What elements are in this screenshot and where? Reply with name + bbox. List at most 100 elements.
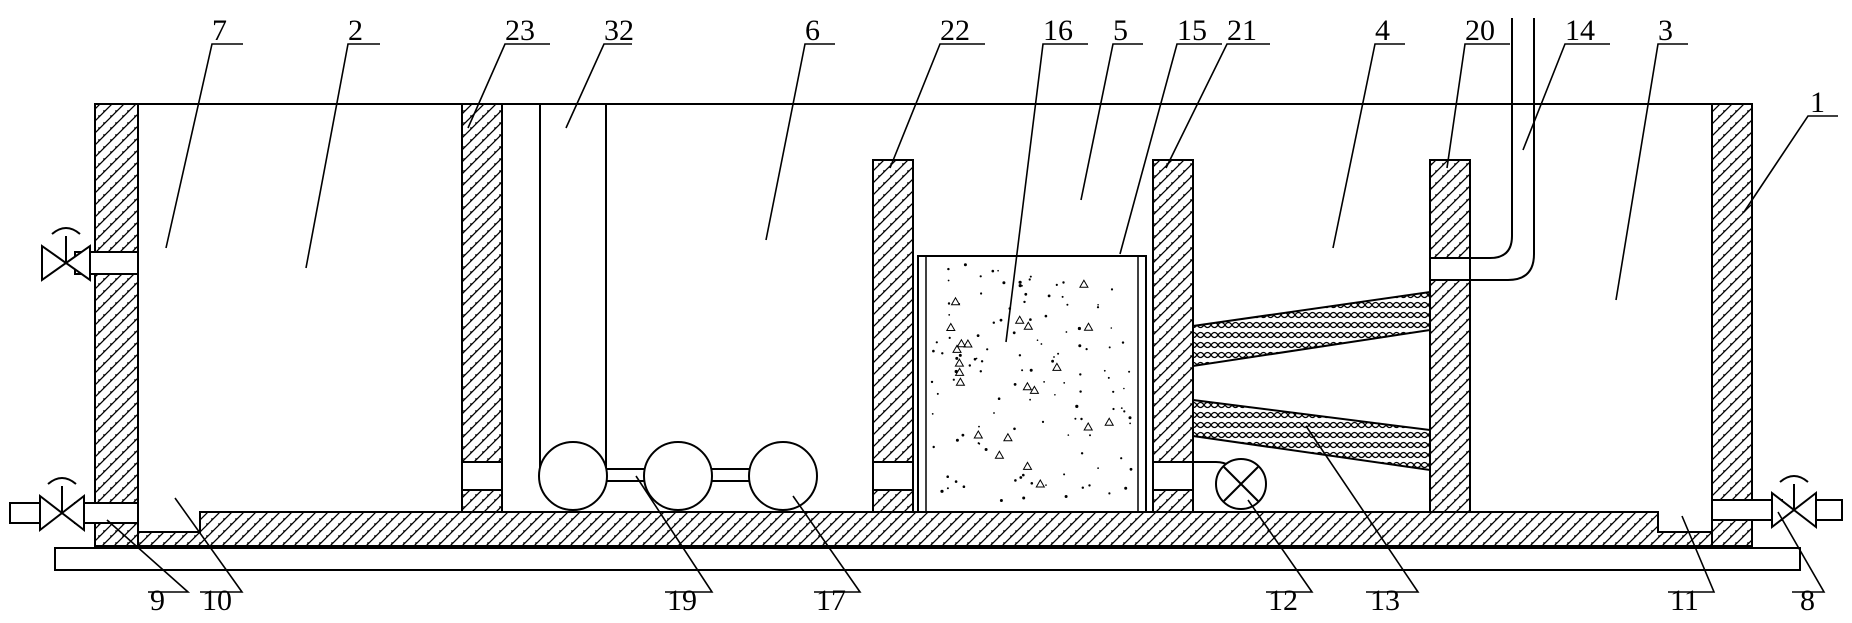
partition-20	[1429, 159, 1471, 259]
media-grain	[954, 480, 958, 483]
partition-20-opening	[1429, 257, 1471, 281]
leader-11	[1668, 515, 1716, 593]
vertical-pipe-outer	[1470, 18, 1513, 259]
media-grain	[1051, 359, 1054, 363]
media-grain	[1096, 306, 1100, 309]
media-stone	[956, 338, 967, 348]
filter-basket	[917, 255, 1147, 513]
media-grain	[1124, 486, 1128, 490]
media-grain	[946, 487, 949, 490]
partition-23-opening	[461, 461, 503, 491]
media-grain	[1103, 369, 1106, 372]
media-stone	[955, 377, 966, 386]
media-grain	[1018, 354, 1022, 357]
media-grain	[1078, 344, 1082, 348]
leader-16	[1005, 43, 1088, 343]
valve-7-body	[41, 244, 68, 282]
media-grain	[1019, 476, 1023, 479]
leader-lines	[106, 43, 1838, 593]
valve-9-handle	[47, 477, 77, 485]
media-grain	[1030, 482, 1034, 485]
media-grain	[1018, 280, 1022, 284]
media-stone	[994, 450, 1005, 459]
media-grain	[1112, 390, 1115, 393]
label-23: 23	[505, 14, 535, 47]
valve-9-body	[39, 493, 64, 533]
media-grain	[1085, 348, 1088, 351]
leader-22	[889, 43, 985, 169]
media-grain	[1064, 495, 1068, 498]
media-grain	[1029, 275, 1032, 278]
media-grain	[1121, 341, 1125, 344]
label-13: 13	[1370, 584, 1400, 617]
right-outer-wall	[1711, 103, 1753, 547]
media-grain	[1014, 479, 1017, 482]
media-grain	[948, 336, 951, 339]
label-6: 6	[805, 14, 820, 47]
label-19: 19	[667, 584, 697, 617]
media-grain	[993, 412, 995, 414]
media-grain	[1123, 410, 1126, 413]
leader-21	[1165, 43, 1270, 169]
media-grain	[1120, 457, 1123, 460]
vertical-pipe-inner	[1470, 18, 1535, 281]
media-stone	[952, 344, 962, 353]
media-grain	[973, 357, 977, 361]
valve-7-handle	[51, 227, 81, 235]
leader-4	[1332, 43, 1405, 249]
media-grain	[1029, 368, 1033, 372]
media-grain	[1128, 370, 1131, 373]
media-stone	[1022, 461, 1033, 470]
media-grain	[1129, 467, 1133, 471]
media-grain	[980, 360, 984, 363]
media-grain	[1129, 422, 1131, 425]
media-grain	[1022, 496, 1026, 500]
media-grain	[978, 425, 980, 428]
leader-7	[165, 43, 243, 249]
leader-10	[174, 497, 244, 593]
partition-21-foot	[1152, 489, 1194, 513]
media-grain	[1108, 346, 1111, 349]
media-grain	[1074, 417, 1077, 420]
media-grain	[1013, 383, 1017, 386]
media-grain	[977, 442, 980, 445]
media-grain	[932, 445, 935, 449]
media-grain	[1036, 339, 1039, 342]
media-grain	[1080, 452, 1084, 455]
media-grain	[1021, 369, 1024, 372]
label-12: 12	[1268, 584, 1298, 617]
media-grain	[1018, 284, 1022, 288]
media-grain	[1053, 356, 1055, 358]
media-grain	[1112, 407, 1115, 411]
leader-12	[1247, 499, 1314, 593]
leader-23	[467, 43, 550, 129]
media-grain	[997, 269, 999, 272]
media-grain	[1057, 352, 1060, 355]
media-grain	[980, 292, 983, 295]
media-grain	[975, 357, 978, 360]
leader-20	[1446, 43, 1510, 169]
media-grain	[1022, 473, 1025, 477]
media-grain	[1065, 331, 1068, 333]
leader-9	[106, 519, 191, 593]
media-grain	[1063, 382, 1066, 384]
media-stone	[1023, 321, 1034, 330]
media-grain	[1041, 420, 1045, 423]
leader-32	[565, 43, 632, 129]
label-4: 4	[1375, 14, 1390, 47]
media-grain	[963, 263, 967, 267]
label-15: 15	[1177, 14, 1207, 47]
media-grain	[1110, 327, 1113, 329]
media-stone	[1052, 362, 1062, 371]
media-grain	[1013, 427, 1016, 431]
media-grain	[1063, 473, 1066, 476]
base-plate	[54, 547, 1801, 571]
media-grain	[999, 318, 1003, 322]
label-14: 14	[1565, 14, 1595, 47]
media-grain	[1024, 292, 1028, 296]
label-1: 1	[1810, 86, 1825, 119]
media-grain	[999, 499, 1003, 502]
media-grain	[1075, 404, 1079, 408]
